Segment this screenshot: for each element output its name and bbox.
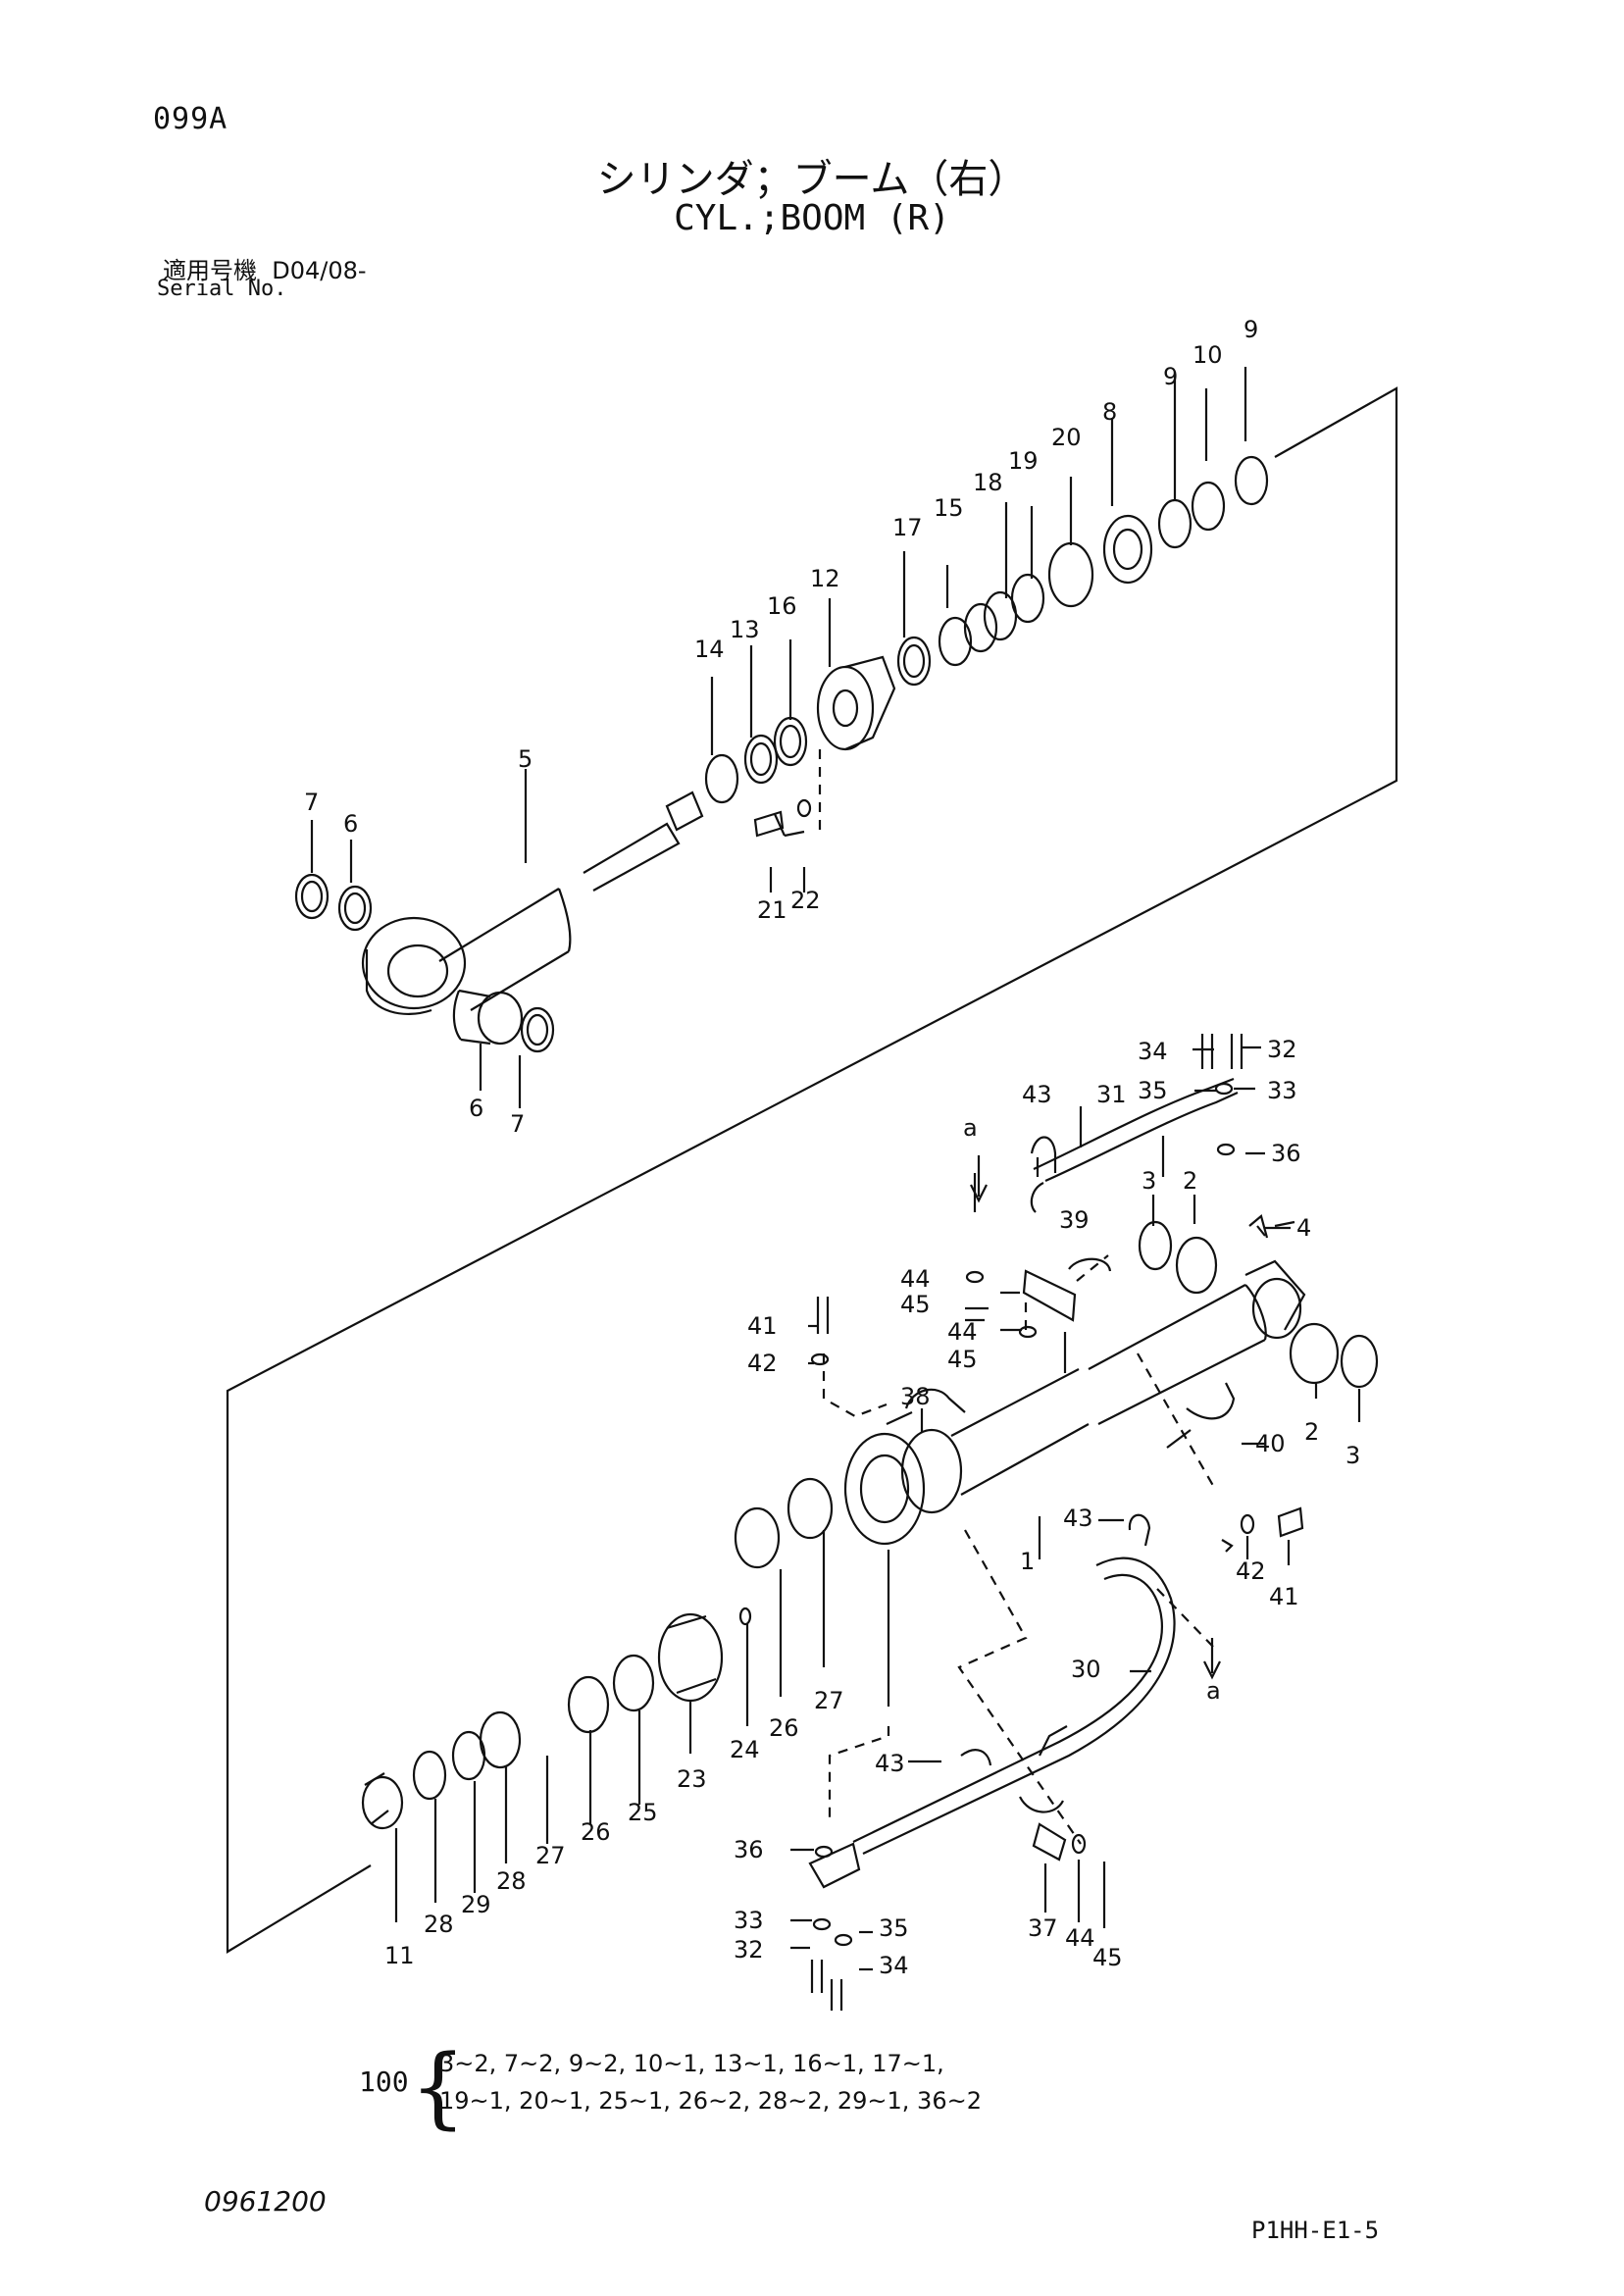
callout-14: 14 [694, 636, 725, 663]
callout-29: 29 [461, 1891, 491, 1918]
callout-28: 28 [424, 1911, 454, 1938]
callout-10: 10 [1193, 341, 1223, 369]
seal-kit-line-2: 19~1, 20~1, 25~1, 26~2, 28~2, 29~1, 36~2 [439, 2087, 982, 2115]
callout-5: 5 [518, 745, 533, 773]
callout-21: 21 [757, 896, 787, 924]
frame-outline [226, 386, 1398, 1954]
callout-32: 32 [1267, 1036, 1297, 1063]
callout-31: 31 [1096, 1081, 1127, 1108]
seal-kit-line-1: 3~2, 7~2, 9~2, 10~1, 13~1, 16~1, 17~1, [439, 2050, 944, 2077]
callout-30: 30 [1071, 1656, 1101, 1683]
callout-34: 34 [879, 1952, 909, 1979]
page-code: 099A [153, 102, 228, 136]
callout-33: 33 [734, 1907, 764, 1934]
seal-kit-brace: { [410, 2036, 467, 2139]
callout-43: 43 [1063, 1505, 1093, 1532]
serial-label-jp: 適用号機 D04/08- [163, 251, 367, 285]
callout-9: 9 [1243, 316, 1258, 343]
callout-25: 25 [628, 1799, 658, 1826]
bolts-washers [753, 798, 1304, 2011]
callout-26: 26 [769, 1714, 799, 1742]
callout-44: 44 [1065, 1924, 1095, 1952]
callout-27: 27 [535, 1842, 566, 1869]
callout-37: 37 [1028, 1914, 1058, 1942]
callout-15: 15 [934, 494, 964, 522]
callout-43: 43 [1022, 1081, 1052, 1108]
callout-12: 12 [810, 565, 840, 592]
callout-a: a [1206, 1677, 1221, 1705]
title-japanese: シリンダ；ブーム（右） [596, 157, 1028, 202]
callout-18: 18 [973, 469, 1003, 496]
piston-stack [361, 1477, 834, 1830]
callout-34: 34 [1138, 1038, 1168, 1065]
document-number: 0961200 [204, 2185, 327, 2218]
arrow-a-top [970, 1155, 988, 1203]
callout-3: 3 [1345, 1442, 1360, 1469]
callout-23: 23 [677, 1765, 707, 1793]
callout-45: 45 [900, 1291, 931, 1318]
callout-35: 35 [1138, 1077, 1168, 1104]
callout-20: 20 [1051, 424, 1082, 451]
callout-2: 2 [1183, 1167, 1197, 1195]
callout-7: 7 [510, 1110, 525, 1138]
callout-4: 4 [1296, 1214, 1311, 1242]
callout-a: a [963, 1114, 978, 1142]
serial-value: D04/08- [272, 257, 367, 284]
callout-24: 24 [730, 1736, 760, 1763]
leader-lines [310, 367, 1361, 1971]
callout-11: 11 [384, 1942, 415, 1969]
callout-38: 38 [900, 1383, 931, 1410]
dashed-lines [818, 749, 1217, 1845]
title-english: CYL.;BOOM (R) [674, 198, 950, 238]
callout-42: 42 [1236, 1557, 1266, 1585]
callout-17: 17 [892, 514, 923, 541]
callout-8: 8 [1102, 398, 1117, 426]
callout-39: 39 [1059, 1206, 1090, 1234]
serial-label-jp-text: 適用号機 [163, 257, 257, 284]
callout-36: 36 [1271, 1140, 1301, 1167]
callout-41: 41 [747, 1312, 778, 1340]
cylinder-tube [843, 1214, 1379, 1546]
callout-28: 28 [496, 1867, 527, 1895]
callout-19: 19 [1008, 447, 1039, 475]
callout-36: 36 [734, 1836, 764, 1863]
callout-40: 40 [1255, 1430, 1286, 1457]
callout-35: 35 [879, 1914, 909, 1942]
callout-13: 13 [730, 616, 760, 643]
callout-26: 26 [581, 1818, 611, 1846]
callout-32: 32 [734, 1936, 764, 1964]
callout-43: 43 [875, 1750, 905, 1777]
page-reference: P1HH-E1-5 [1251, 2217, 1380, 2244]
callout-33: 33 [1267, 1077, 1297, 1104]
callout-3: 3 [1142, 1167, 1156, 1195]
pipe-clamps [886, 1257, 1236, 1862]
callout-41: 41 [1269, 1583, 1299, 1610]
callout-labels: 9 10 9 8 20 19 18 15 17 12 16 13 14 5 7 … [304, 316, 1360, 1979]
gland-parts [704, 455, 1269, 838]
callout-7: 7 [304, 789, 319, 816]
arrow-a-bottom [1203, 1638, 1221, 1680]
callout-1: 1 [1020, 1548, 1035, 1575]
callout-2: 2 [1304, 1418, 1319, 1446]
callout-6: 6 [343, 810, 358, 838]
callout-44: 44 [947, 1318, 978, 1346]
serial-label-en: Serial No. [157, 277, 287, 301]
callout-16: 16 [767, 592, 797, 620]
rod-assembly [294, 791, 704, 1053]
callout-42: 42 [747, 1350, 778, 1377]
callout-9: 9 [1163, 363, 1178, 390]
callout-45: 45 [1092, 1944, 1123, 1971]
callout-6: 6 [469, 1095, 483, 1122]
callout-45: 45 [947, 1346, 978, 1373]
callout-22: 22 [790, 887, 821, 914]
seal-kit-number: 100 [359, 2066, 409, 2098]
callout-27: 27 [814, 1687, 844, 1714]
callout-44: 44 [900, 1265, 931, 1293]
